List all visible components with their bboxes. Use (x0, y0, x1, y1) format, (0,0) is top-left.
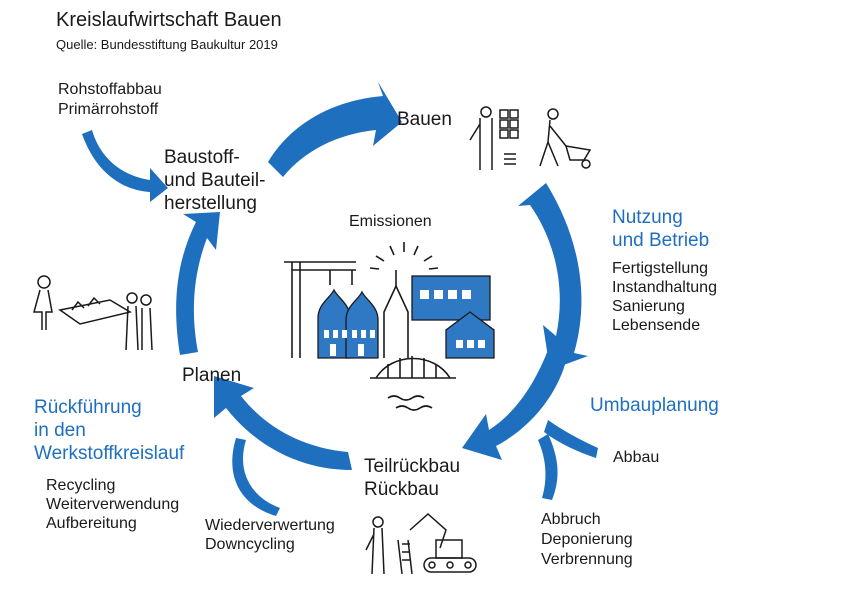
worker-with-wheelbarrow-icon (539, 108, 592, 169)
emission-rays-icon (369, 242, 439, 270)
use-label: Nutzung und Betrieb (612, 207, 710, 251)
worker-with-excavator-icon (365, 512, 477, 575)
arrow-branch-abbau (544, 420, 598, 458)
raw-materials-label: Rohstoffabbau Primärrohstoff (58, 81, 162, 118)
city-skyline-icon (284, 261, 495, 411)
arrow-demolition-to-return (214, 376, 352, 470)
arrow-branch-abbruch (538, 434, 558, 500)
plan-label: Planen (182, 365, 242, 386)
return-details-list: Recycling Weiterverwendung Aufbereitung (46, 477, 180, 532)
arrow-plan-to-production (176, 212, 220, 355)
arrow-build-to-use (518, 183, 588, 370)
arrow-raw-to-production (82, 130, 168, 202)
conversion-label: Umbauplanung (590, 395, 719, 416)
source-line: Quelle: Bundesstiftung Baukultur 2019 (56, 37, 278, 52)
build-label: Bauen (397, 109, 452, 130)
production-label: Baustoff- und Bauteil- herstellung (164, 147, 266, 214)
emissions-label: Emissionen (349, 213, 432, 230)
arrow-use-to-demolition (462, 350, 568, 460)
workers-stacking-bricks-icon (469, 106, 519, 170)
dismantle-label: Abbau (613, 449, 660, 466)
demolition-label: Teilrückbau Rückbau (364, 456, 461, 500)
return-label: Rückführung in den Werkstoffkreislauf (34, 397, 185, 464)
page-title: Kreislaufwirtschaft Bauen (56, 9, 282, 31)
use-details-list: Fertigstellung Instandhaltung Sanierung … (612, 260, 717, 334)
planners-with-model-icon (33, 275, 153, 351)
arrow-production-to-build (268, 82, 402, 177)
arrow-branch-downcycling (232, 438, 280, 516)
disposal-list: Abbruch Deponierung Verbrennung (541, 511, 633, 568)
reuse-list: Wiederverwertung Downcycling (205, 517, 335, 553)
